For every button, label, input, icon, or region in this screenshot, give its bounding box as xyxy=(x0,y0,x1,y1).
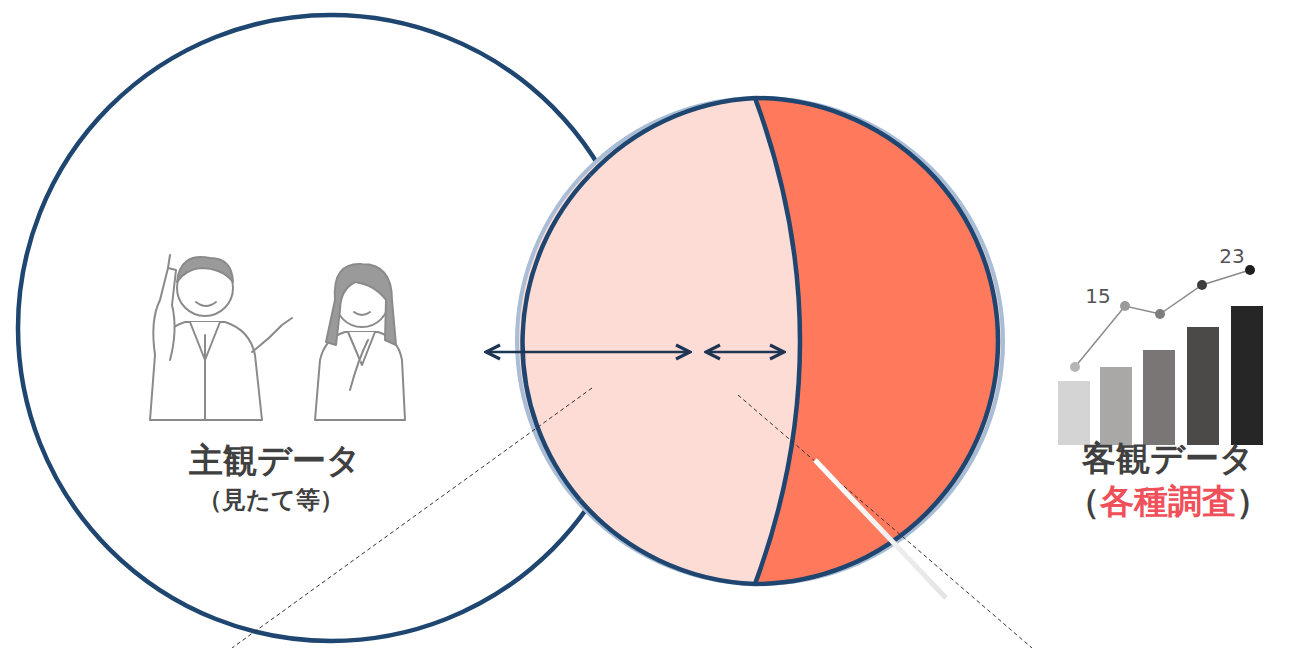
bar-chart-icon xyxy=(1058,265,1263,445)
value-label: 15 xyxy=(1085,284,1110,308)
highlight-line xyxy=(815,460,946,598)
node-subtext: （見たて等） xyxy=(198,486,344,515)
label-row: （各種調査） xyxy=(1066,481,1270,522)
distance-arrow xyxy=(486,351,690,354)
distance-arrow xyxy=(706,351,784,354)
value-label: 23 xyxy=(1219,244,1244,268)
caption-text: 客観データ xyxy=(1082,438,1254,479)
node-heading: 主観データ xyxy=(189,440,361,481)
overlap-circle xyxy=(517,98,1003,584)
leader-line xyxy=(738,395,1032,648)
caption-text: ） xyxy=(1236,481,1270,521)
caption-text: （ xyxy=(1066,481,1100,521)
caption-text: 各種調査 xyxy=(1100,481,1236,521)
